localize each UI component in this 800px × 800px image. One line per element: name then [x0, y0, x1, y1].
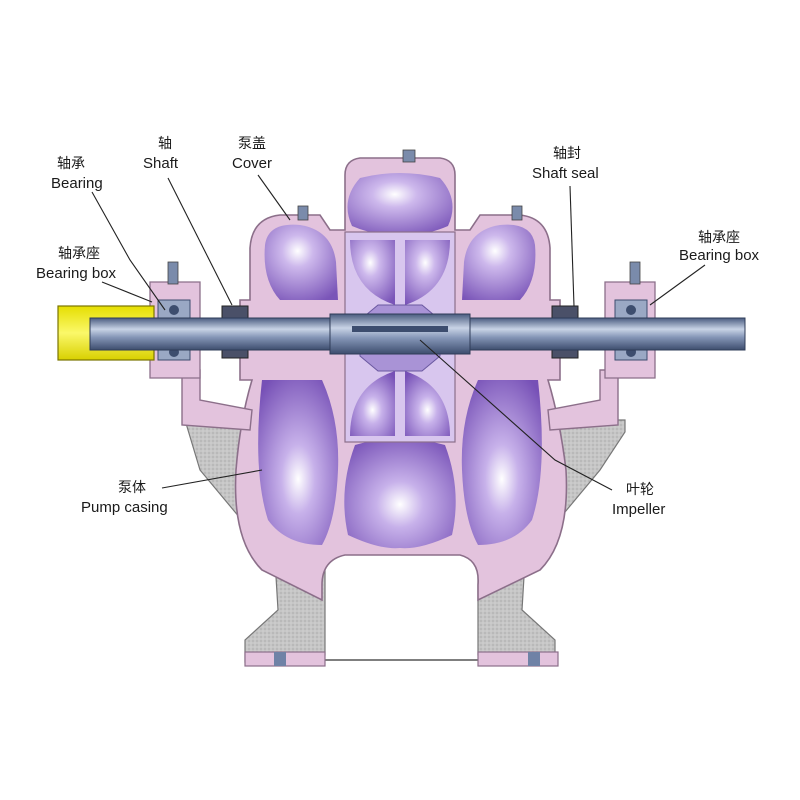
cavity-upper-left [264, 224, 338, 300]
bearing-box-left-bolt [167, 261, 179, 285]
shaft-key [352, 326, 448, 332]
label-shaft-seal-cn: 轴封 [553, 146, 581, 162]
leader-bearing-box-right [649, 264, 706, 306]
label-shaft-seal-en: Shaft seal [532, 165, 599, 182]
label-bearing-left-cn: 轴承 [57, 156, 85, 172]
label-bearing-box-right-en: Bearing box [679, 247, 760, 264]
label-cover-en: Cover [232, 155, 272, 172]
shaft-assembly [57, 305, 746, 361]
top-bolts [297, 149, 523, 221]
label-bearing-box-left: 轴承座 Bearing box [36, 246, 117, 282]
casing-arm-right [547, 369, 619, 431]
cover-bolt-right [511, 205, 523, 221]
leader-shaft [167, 177, 233, 306]
label-shaft: 轴 Shaft [143, 136, 179, 172]
label-cover: 泵盖 Cover [232, 136, 272, 172]
cavity-top-center [347, 173, 453, 234]
label-bearing-box-right-cn: 轴承座 [698, 230, 740, 246]
label-impeller-en: Impeller [612, 501, 665, 518]
bearing-box-right-bolt [629, 261, 641, 285]
label-bearing-box-right: 轴承座 Bearing box [679, 230, 760, 264]
leader-shaft-seal [569, 185, 575, 307]
labels: 轴承 Bearing 轴承座 Bearing box 轴 Shaft 泵盖 Co… [36, 136, 760, 518]
label-bearing-box-left-cn: 轴承座 [58, 246, 100, 262]
label-pump-casing: 泵体 Pump casing [81, 480, 168, 516]
leader-impeller [419, 339, 613, 491]
label-shaft-cn: 轴 [158, 136, 172, 152]
label-shaft-en: Shaft [143, 155, 179, 172]
label-shaft-seal: 轴封 Shaft seal [532, 146, 599, 182]
cavity-upper-right [462, 224, 536, 300]
vent-plug-top [402, 149, 416, 163]
label-bearing-left-en: Bearing [51, 175, 103, 192]
base-bolt-right [528, 652, 540, 666]
base-bolt-left [274, 652, 286, 666]
leader-bearing-box-left [101, 281, 153, 303]
pump-cavities [258, 173, 542, 549]
label-impeller: 叶轮 Impeller [612, 482, 665, 518]
label-impeller-cn: 叶轮 [626, 482, 654, 498]
base-pad-right [477, 651, 559, 667]
label-pump-casing-cn: 泵体 [118, 480, 146, 496]
shaft-sleeve [329, 313, 471, 355]
cavity-lower-right [461, 380, 542, 545]
cavity-bottom-center [344, 438, 456, 549]
leader-cover [257, 174, 291, 221]
cavity-lower-left [258, 380, 339, 545]
bearing-left-ball-top [169, 305, 179, 315]
leader-bearing-left [91, 191, 166, 311]
cover-bolt-left [297, 205, 309, 221]
impeller-vane-lower-left [350, 371, 395, 436]
impeller-vane-upper-left [350, 240, 395, 305]
pump-base [184, 419, 626, 667]
label-pump-casing-en: Pump casing [81, 499, 168, 516]
label-bearing-left: 轴承 Bearing [51, 156, 103, 192]
leader-lines [91, 174, 706, 491]
impeller-vane-upper-right [405, 240, 450, 305]
bearing-right-ball-top [626, 305, 636, 315]
label-bearing-box-left-en: Bearing box [36, 265, 117, 282]
label-cover-cn: 泵盖 [238, 136, 266, 152]
impeller-vane-lower-right [405, 371, 450, 436]
leader-pump-casing [161, 469, 263, 489]
